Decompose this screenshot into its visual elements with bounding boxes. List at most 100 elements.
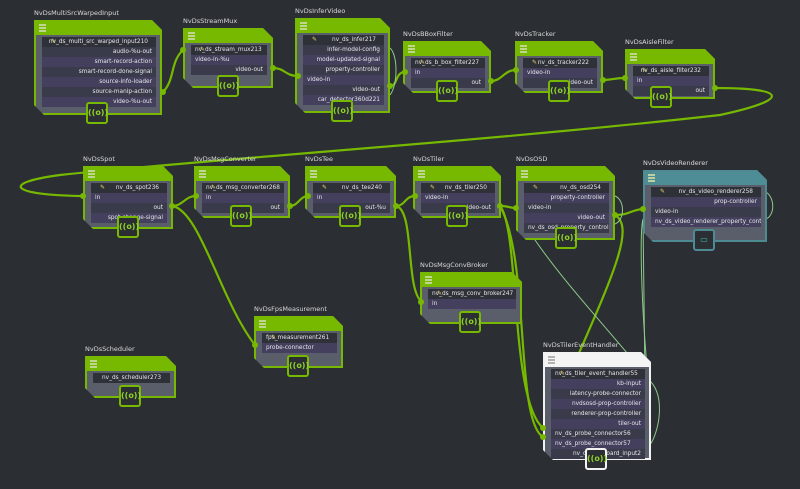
drag-handle-icon[interactable] — [199, 170, 206, 179]
port-renderer-prop-controller[interactable]: renderer-prop-controller — [571, 411, 641, 417]
port-dot[interactable] — [193, 193, 199, 199]
broadcast-icon[interactable]: ((o)) — [86, 102, 108, 124]
drag-handle-icon[interactable] — [648, 174, 655, 183]
node-aisle[interactable]: NvDsAisleFilter ✎nv_ds_aisle_filter232 i… — [625, 38, 715, 108]
port-dot[interactable] — [160, 89, 166, 95]
broadcast-icon[interactable]: ((o)) — [230, 205, 252, 227]
port-dot[interactable] — [402, 69, 408, 75]
port-latency-probe-connector[interactable]: latency-probe-connector — [569, 391, 641, 397]
port-video-in[interactable]: video-in — [421, 193, 495, 203]
node-renderer[interactable]: NvDsVideoRenderer ✎nv_ds_video_renderer2… — [643, 159, 767, 251]
port-dot[interactable] — [540, 425, 546, 431]
drag-handle-icon[interactable] — [520, 45, 527, 54]
drag-handle-icon[interactable] — [310, 170, 317, 179]
broadcast-icon[interactable]: ((o)) — [548, 80, 570, 102]
port-property-controller[interactable]: property-controller — [524, 193, 609, 203]
drag-handle-icon[interactable] — [88, 170, 95, 179]
node-fps[interactable]: NvDsFpsMeasurement ✎fps_measurement261 p… — [254, 305, 343, 377]
broadcast-icon[interactable]: ((o)) — [117, 216, 139, 238]
broadcast-icon[interactable]: ((o)) — [119, 385, 141, 407]
node-multisrc[interactable]: NvDsMultiSrcWarpedInput ✎nv_ds_multi_src… — [34, 9, 162, 124]
port-out[interactable]: out — [471, 80, 482, 86]
port-prop-controller[interactable]: prop-controller — [651, 197, 761, 207]
node-streammux[interactable]: NvDsStreamMux ✎nv_ds_stream_mux213 video… — [183, 17, 273, 97]
port-dot[interactable] — [252, 342, 258, 348]
port-in[interactable]: in — [202, 193, 284, 203]
port-audio-out[interactable]: audio-%u-out — [112, 49, 152, 55]
port-dot[interactable] — [712, 85, 718, 91]
node-tracker[interactable]: NvDsTracker ✎nv_ds_tracker222 video-in v… — [515, 30, 603, 102]
port-dot[interactable] — [387, 83, 393, 89]
port-nvdsosd-prop-controller[interactable]: nvdsosd-prop-controller — [551, 399, 645, 409]
node-bbox[interactable]: NvDsBBoxFilter ✎nv_ds_b_box_filter227 in… — [403, 30, 491, 102]
port-dot[interactable] — [540, 434, 546, 440]
port-video-in[interactable]: video-in-%u — [191, 55, 267, 65]
broadcast-icon[interactable]: ((o)) — [339, 205, 361, 227]
port-video-out[interactable]: video-out — [524, 213, 609, 223]
port-smart-record-done-signal[interactable]: smart-record-done-signal — [78, 69, 152, 75]
node-scheduler[interactable]: NvDsScheduler nv_ds_scheduler273 ((o)) — [85, 345, 176, 407]
port-dot[interactable] — [169, 203, 175, 209]
port-video-in[interactable]: video-in — [303, 75, 384, 85]
display-icon[interactable]: ▭ — [693, 229, 715, 251]
node-osd[interactable]: NvDsOSD ✎nv_ds_osd254 property-controlle… — [516, 155, 615, 249]
drag-handle-icon[interactable] — [425, 276, 432, 285]
port-dot[interactable] — [80, 193, 86, 199]
drag-handle-icon[interactable] — [188, 32, 195, 41]
broadcast-icon[interactable]: ((o)) — [459, 311, 481, 333]
node-handler[interactable]: NvDsTilerEventHandler ✎nv_ds_tiler_event… — [543, 341, 651, 470]
drag-handle-icon[interactable] — [90, 360, 97, 369]
drag-handle-icon[interactable] — [408, 45, 415, 54]
port-dot[interactable] — [513, 205, 519, 211]
port-dot[interactable] — [393, 203, 399, 209]
broadcast-icon[interactable]: ((o)) — [446, 205, 468, 227]
port-out[interactable]: out — [153, 205, 164, 211]
port-keyboard-input[interactable]: nv_ds_keyboard_input2 — [551, 449, 645, 459]
port-dot[interactable] — [295, 73, 301, 79]
broadcast-icon[interactable]: ((o)) — [217, 75, 239, 97]
broadcast-icon[interactable]: ((o)) — [650, 86, 672, 108]
port-dot[interactable] — [600, 77, 606, 83]
port-in[interactable]: in — [91, 193, 167, 203]
port-in[interactable]: in — [411, 68, 485, 78]
port-out[interactable]: out-%u — [365, 205, 386, 211]
port-probe-connector[interactable]: probe-connector — [262, 343, 337, 353]
node-msgconv[interactable]: NvDsMsgConverter ✎nv_ds_msg_converter268… — [194, 155, 290, 227]
port-dot[interactable] — [513, 67, 519, 73]
drag-handle-icon[interactable] — [300, 22, 307, 31]
drag-handle-icon[interactable] — [548, 356, 555, 365]
port-source-manip-action[interactable]: source-manip-action — [92, 89, 152, 95]
port-dot[interactable] — [622, 75, 628, 81]
port-infer-model-config[interactable]: infer-model-config — [327, 47, 380, 53]
drag-handle-icon[interactable] — [39, 24, 46, 33]
port-source-info-loader[interactable]: source-info-loader — [42, 77, 156, 87]
port-dot[interactable] — [305, 193, 311, 199]
node-spot[interactable]: NvDsSpot ✎nv_ds_spot236 in out spot-chan… — [83, 155, 173, 238]
port-video-out[interactable]: video-out — [565, 80, 593, 86]
broadcast-icon[interactable]: ((o)) — [436, 80, 458, 102]
port-video-in[interactable]: video-in — [655, 209, 679, 215]
port-in[interactable]: in — [428, 299, 516, 309]
broadcast-icon[interactable]: ((o)) — [555, 227, 577, 249]
port-renderer-property-controller[interactable]: nv_ds_video_renderer_property_controller… — [651, 217, 761, 227]
port-probe-connector57[interactable]: nv_ds_probe_connector57 — [551, 439, 645, 449]
port-video-out[interactable]: video-out — [352, 87, 380, 93]
port-in[interactable]: in — [313, 193, 390, 203]
port-dot[interactable] — [180, 47, 186, 53]
port-model-updated-signal[interactable]: model-updated-signal — [303, 55, 384, 65]
node-tee[interactable]: NvDsTee ✎nv_ds_tee240 in out-%u ((o)) — [305, 155, 396, 227]
port-dot[interactable] — [418, 299, 424, 305]
port-dot[interactable] — [287, 203, 293, 209]
node-infer[interactable]: NvDsInferVideo ✎nv_ds_infer217 infer-mod… — [295, 7, 390, 122]
node-tiler[interactable]: NvDsTiler ✎nv_ds_tiler250 video-in video… — [413, 155, 501, 227]
broadcast-icon[interactable]: ((o)) — [331, 100, 353, 122]
port-dot[interactable] — [270, 65, 276, 71]
port-tiler-out[interactable]: tiler-out — [551, 419, 645, 429]
drag-handle-icon[interactable] — [630, 53, 637, 62]
port-dot[interactable] — [640, 206, 646, 212]
port-video-out[interactable]: video-out — [463, 205, 491, 211]
drag-handle-icon[interactable] — [259, 320, 266, 329]
node-broker[interactable]: NvDsMsgConvBroker ✎nv_ds_msg_conv_broker… — [420, 261, 522, 333]
drag-handle-icon[interactable] — [418, 170, 425, 179]
port-dot[interactable] — [488, 78, 494, 84]
